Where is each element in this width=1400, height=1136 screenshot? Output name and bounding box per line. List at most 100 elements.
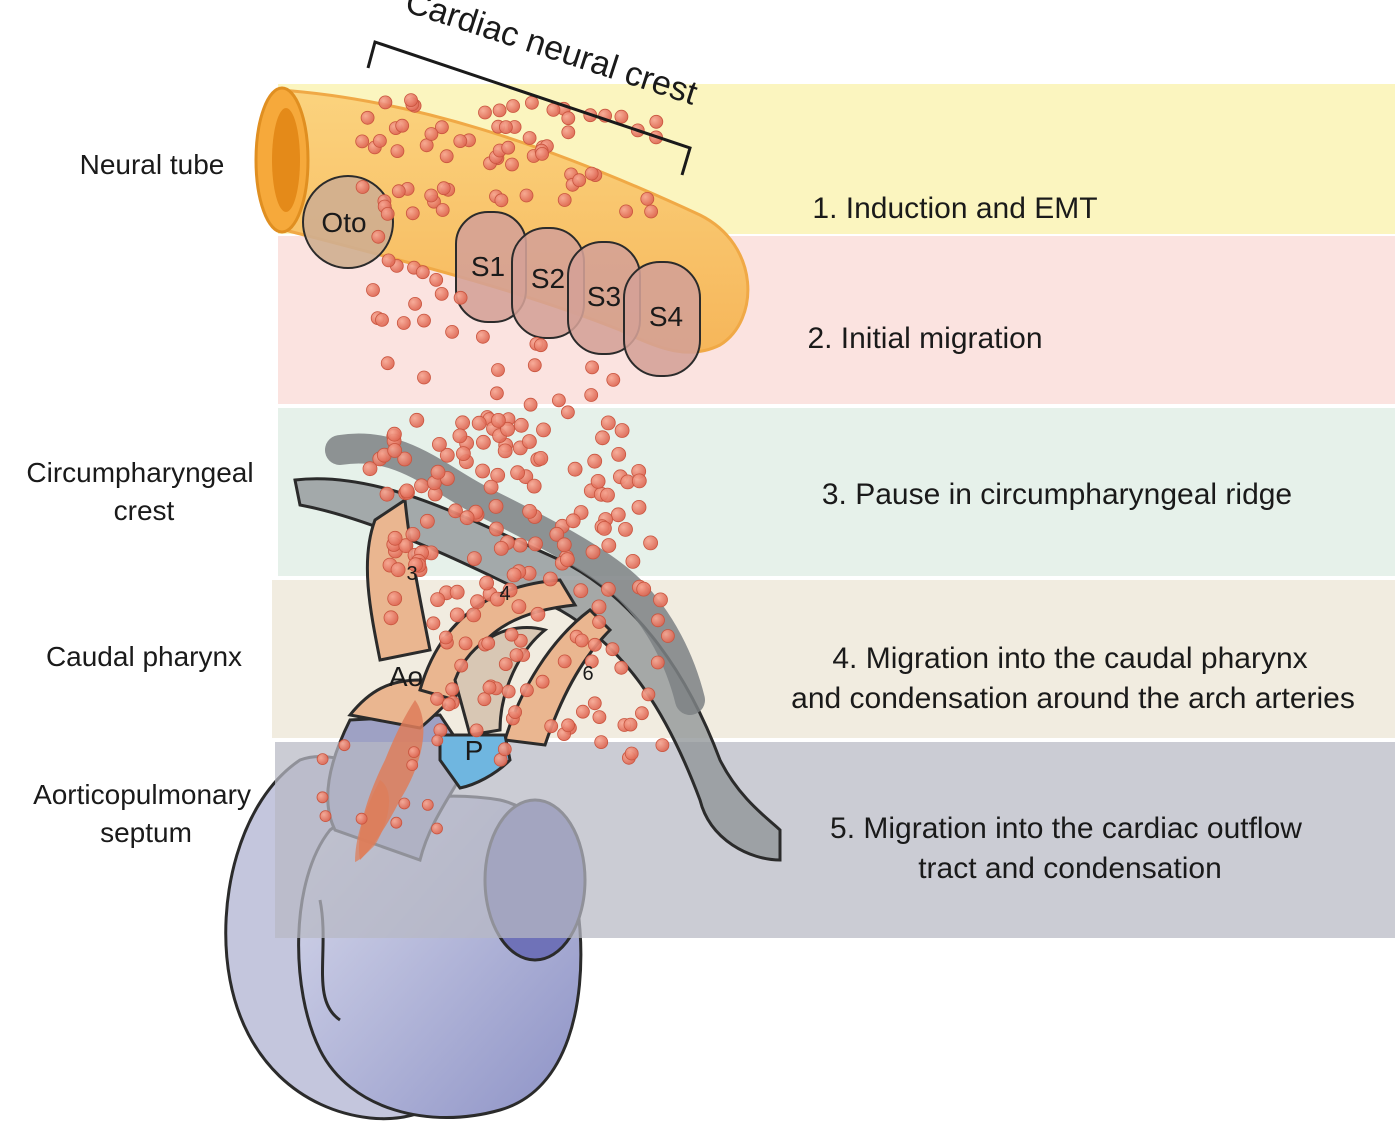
neural-crest-cell	[431, 734, 444, 747]
neural-crest-cell	[611, 446, 627, 462]
neural-crest-cell	[433, 723, 448, 738]
neural-crest-cell	[576, 704, 590, 719]
neural-crest-cell	[380, 206, 395, 221]
step-5-label-line2: tract and condensation	[918, 852, 1222, 885]
somite-4-label: S4	[649, 301, 683, 332]
neural-crest-cell	[511, 599, 527, 614]
structure-labels: Oto S1 S2 S3 S4 Ao P 3 4 6	[321, 207, 683, 766]
neural-tube-label: Neural tube	[80, 149, 225, 180]
neural-crest-cell	[477, 692, 492, 707]
neural-crest-cell	[522, 434, 537, 449]
neural-crest-cell	[600, 487, 615, 503]
neural-crest-cell	[502, 582, 518, 598]
neural-crest-cell	[493, 541, 509, 556]
neural-crest-cell	[606, 372, 621, 387]
neural-crest-cell	[405, 527, 421, 542]
neural-crest-cell	[379, 486, 395, 502]
neural-crest-cell	[572, 173, 587, 188]
neural-crest-cell	[505, 157, 519, 172]
neural-crest-cell	[482, 680, 497, 695]
neural-crest-cell	[623, 717, 638, 732]
neural-crest-cell	[543, 571, 558, 587]
neural-crest-cell	[459, 510, 475, 526]
neural-crest-cell	[557, 654, 572, 669]
neural-crest-cell	[590, 473, 606, 489]
neural-crest-cell	[512, 537, 528, 553]
neural-crest-cell	[355, 812, 368, 825]
neural-crest-cell	[631, 499, 647, 515]
neural-crest-cell	[625, 554, 641, 569]
neural-crest-cell	[585, 360, 599, 375]
neural-crest-cell	[587, 696, 602, 711]
neural-crest-cell	[424, 127, 439, 141]
neural-crest-cell	[631, 473, 647, 489]
neural-crest-cell	[481, 636, 496, 651]
neural-crest-cell	[362, 461, 378, 477]
aorticopulmonary-label-line2: septum	[100, 817, 192, 848]
neural-crest-cell	[488, 521, 504, 537]
neural-crest-cell	[319, 810, 332, 822]
neural-crest-cell	[409, 412, 425, 428]
neural-crest-cell	[397, 451, 413, 467]
neural-crest-cell	[651, 613, 665, 628]
neural-crest-cell	[636, 581, 652, 597]
neural-crest-cell	[624, 746, 639, 761]
neural-crest-cell	[490, 412, 506, 428]
neural-crest-cell	[387, 530, 403, 546]
neural-crest-cell	[587, 453, 603, 469]
neural-crest-cell	[520, 683, 534, 698]
neural-crest-cell	[478, 105, 492, 120]
neural-crest-cell	[381, 253, 396, 268]
neural-crest-cell	[594, 735, 609, 749]
neural-crest-cell	[561, 125, 576, 140]
neural-crest-cell	[390, 144, 405, 159]
neural-crest-cell	[454, 658, 469, 673]
neural-crest-cell	[533, 450, 549, 466]
neural-crest-cell	[375, 312, 389, 327]
neural-crest-cell	[655, 738, 670, 752]
neural-crest-cell	[489, 386, 504, 401]
neural-crest-cell	[396, 316, 411, 330]
neural-crest-cell	[535, 146, 549, 161]
neural-crest-cell	[408, 557, 424, 573]
neural-crest-cell	[491, 363, 505, 377]
neural-crest-cell	[387, 443, 403, 458]
neural-crest-cell	[649, 114, 664, 129]
neural-crest-cell	[405, 206, 420, 221]
neural-crest-cell	[455, 446, 471, 462]
neural-crest-cell	[466, 607, 482, 623]
neural-crest-cell	[509, 648, 524, 662]
neural-crest-cell	[592, 615, 606, 629]
cardiac-neural-crest-bracket	[366, 40, 692, 176]
neural-crest-cell	[506, 99, 520, 113]
neural-crest-cell	[635, 706, 649, 721]
neural-crest-cell	[435, 203, 450, 217]
neural-crest-cell	[549, 526, 565, 542]
neural-tube-lumen	[272, 108, 300, 212]
neural-crest-cell	[419, 513, 435, 529]
somites	[455, 211, 701, 377]
neural-crest-cell	[429, 272, 444, 287]
neural-crest-cell	[561, 111, 576, 126]
neural-crest-cell	[591, 599, 607, 615]
region-labels: Neural tube Circumpharyngeal crest Cauda…	[26, 149, 253, 848]
somite-4	[623, 261, 701, 377]
step-3-label: 3. Pause in circumpharyngeal ridge	[822, 478, 1292, 511]
neural-crest-cell	[561, 718, 575, 733]
neural-crest-cell	[522, 131, 537, 145]
neural-crest-cell	[316, 753, 329, 765]
neural-crest-cell	[316, 791, 329, 804]
neural-crest-cell	[452, 428, 468, 444]
neural-crest-cell	[528, 536, 543, 552]
neural-crest-cell	[469, 723, 484, 738]
neural-crest-cell	[390, 816, 403, 829]
neural-crest-cell	[523, 397, 538, 412]
neural-crest-cell	[430, 692, 445, 706]
neural-crest-cell	[399, 483, 415, 499]
neural-crest-cell	[497, 742, 512, 757]
neural-crest-cell	[366, 283, 380, 297]
neural-crest-cell	[387, 591, 403, 606]
step-2-label: 2. Initial migration	[807, 322, 1042, 355]
neural-crest-cell	[513, 417, 529, 433]
neural-crest-cell	[653, 592, 668, 608]
